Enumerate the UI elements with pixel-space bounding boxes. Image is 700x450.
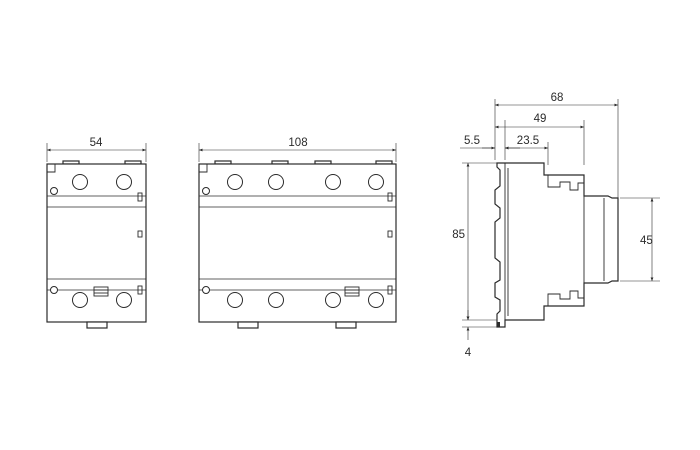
front-view-2-pole: 54 xyxy=(46,137,147,329)
terminal-screw xyxy=(116,292,132,308)
status-indicator xyxy=(93,286,109,297)
terminal-screw xyxy=(72,174,88,190)
offset-label: 5.5 xyxy=(464,135,480,147)
side-slot xyxy=(387,285,393,295)
side-slot xyxy=(387,230,393,238)
terminal-screw xyxy=(325,174,341,190)
width-label: 108 xyxy=(288,137,307,149)
terminal-screw xyxy=(368,174,384,190)
terminal-screw xyxy=(368,292,384,308)
corner-notch xyxy=(47,164,56,173)
din-clip xyxy=(86,321,108,329)
front-height-label: 45 xyxy=(640,235,653,247)
rail-clip xyxy=(497,322,500,327)
terminal-screw xyxy=(268,174,284,190)
side-slot xyxy=(387,192,393,202)
terminal-screw xyxy=(325,292,341,308)
side-view: 68 49 23.5 5.5 85 4 45 xyxy=(452,92,660,359)
small-hole xyxy=(202,187,210,195)
top-terminal xyxy=(547,175,584,191)
side-slot xyxy=(137,192,143,202)
terminal-screw xyxy=(227,292,243,308)
status-indicator xyxy=(344,286,360,297)
terminal-screw xyxy=(268,292,284,308)
bottom-terminal xyxy=(547,290,584,306)
depth-total-label: 68 xyxy=(551,92,564,104)
small-hole xyxy=(50,286,58,294)
side-slot xyxy=(137,230,143,238)
depth-front-label: 23.5 xyxy=(517,135,539,147)
side-profile xyxy=(494,162,619,328)
corner-notch xyxy=(199,164,208,173)
bottom-label: 4 xyxy=(465,347,472,359)
depth-mid-label: 49 xyxy=(534,113,547,125)
front-view-4-pole: 108 xyxy=(198,137,397,329)
din-clip xyxy=(237,321,259,329)
small-hole xyxy=(50,187,58,195)
width-label: 54 xyxy=(90,137,103,149)
din-clip xyxy=(335,321,357,329)
small-hole xyxy=(202,286,210,294)
terminal-screw xyxy=(72,292,88,308)
height-label: 85 xyxy=(452,229,465,241)
terminal-screw xyxy=(116,174,132,190)
side-slot xyxy=(137,285,143,295)
terminal-screw xyxy=(227,174,243,190)
